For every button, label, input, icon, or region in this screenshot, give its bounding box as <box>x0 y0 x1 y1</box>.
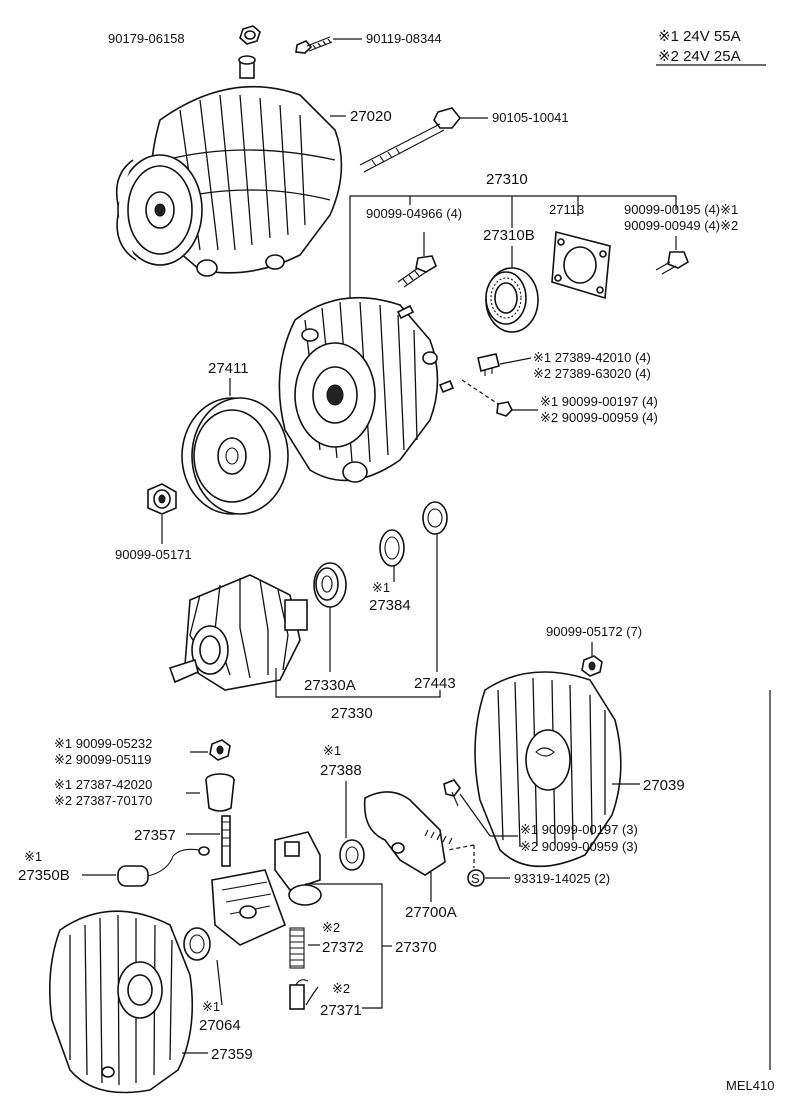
nut-90099-05172[interactable] <box>581 655 603 677</box>
ring-27384[interactable] <box>379 529 405 567</box>
label-90179-06158: 90179-06158 <box>108 31 185 46</box>
label-27357: 27357 <box>134 827 176 844</box>
bearing-27310B[interactable] <box>485 246 539 333</box>
screw-90099-00197[interactable] <box>461 379 513 417</box>
screw-90099-00195[interactable] <box>655 236 689 275</box>
nut-90179-06158[interactable] <box>239 25 261 45</box>
label-90099-05119: ※2 90099-05119 <box>54 752 151 767</box>
condenser-27350B[interactable] <box>117 846 210 887</box>
clip-27389[interactable] <box>477 353 500 376</box>
label-90099-05232: ※1 90099-05232 <box>54 736 152 751</box>
s-symbol <box>467 869 485 887</box>
bushing-27387[interactable] <box>205 773 235 812</box>
bearing-27330A[interactable] <box>313 562 347 608</box>
s-symbol-letter: S <box>471 871 480 886</box>
label-90099-05171: 90099-05171 <box>115 547 192 562</box>
label-27020: 27020 <box>350 108 392 125</box>
label-27113: 27113 <box>549 202 584 217</box>
bolt-90119-08344[interactable] <box>295 36 333 54</box>
gasket-27064[interactable] <box>183 927 211 961</box>
terminal-27357[interactable] <box>221 815 231 867</box>
brush-27371[interactable] <box>289 979 309 1010</box>
screw-90099-00197-3[interactable] <box>443 779 461 807</box>
label-27371: 27371 <box>320 1002 362 1019</box>
label-90099-00195: 90099-00195 (4)※1 <box>624 202 738 217</box>
label-27384-mark: ※1 <box>372 580 390 595</box>
rear-frame-27039[interactable] <box>474 671 622 868</box>
label-27371-mark: ※2 <box>332 981 350 996</box>
label-90099-00949: 90099-00949 (4)※2 <box>624 218 738 233</box>
label-27384: 27384 <box>369 597 411 614</box>
legend-row-1: ※1 24V 55A <box>658 28 741 45</box>
label-90099-00959-3: ※2 90099-00959 (3) <box>520 839 638 854</box>
drawing-code: MEL410 <box>726 1078 774 1093</box>
label-27700A: 27700A <box>405 904 457 921</box>
spring-27372[interactable] <box>289 927 305 969</box>
brush-holder-27370[interactable] <box>274 831 322 906</box>
through-bolt-90105-10041[interactable] <box>359 107 462 173</box>
screw-90099-04966[interactable] <box>397 232 437 288</box>
label-27064: 27064 <box>199 1017 241 1034</box>
label-90105-10041: 90105-10041 <box>492 110 569 125</box>
pulley-27411[interactable] <box>181 397 289 515</box>
label-27310: 27310 <box>486 171 528 188</box>
label-90119-08344: 90119-08344 <box>366 31 442 46</box>
label-27330A: 27330A <box>304 677 356 694</box>
rear-cover-27359[interactable] <box>48 910 194 1094</box>
label-27330: 27330 <box>331 705 373 722</box>
label-27039: 27039 <box>643 777 685 794</box>
label-27370: 27370 <box>395 939 437 956</box>
regulator-27700A[interactable] <box>363 791 453 876</box>
label-27350B: 27350B <box>18 867 70 884</box>
alternator-assembly-27020[interactable] <box>115 55 343 277</box>
label-27388: 27388 <box>320 762 362 779</box>
label-27310B: 27310B <box>483 227 535 244</box>
label-27350B-mark: ※1 <box>24 849 42 864</box>
label-93319-14025: 93319-14025 (2) <box>514 871 610 886</box>
plate-27113[interactable] <box>551 230 611 300</box>
rotor-27330[interactable] <box>168 574 308 691</box>
label-27411: 27411 <box>208 360 249 377</box>
nut-90099-05171[interactable] <box>147 483 177 515</box>
label-90099-00197-4: ※1 90099-00197 (4) <box>540 394 658 409</box>
cover-27443[interactable] <box>422 501 448 535</box>
label-27372: 27372 <box>322 939 364 956</box>
label-27064-mark: ※1 <box>202 999 220 1014</box>
brush-holder[interactable] <box>211 869 287 946</box>
label-27372-mark: ※2 <box>322 920 340 935</box>
label-27389-63020: ※2 27389-63020 (4) <box>533 366 651 381</box>
label-27389-42010: ※1 27389-42010 (4) <box>533 350 651 365</box>
bearing-cover-27388[interactable] <box>339 839 365 871</box>
label-27387-42020: ※1 27387-42020 <box>54 777 152 792</box>
legend-row-2: ※2 24V 25A <box>658 48 741 65</box>
label-27388-mark: ※1 <box>323 743 341 758</box>
label-27359: 27359 <box>211 1046 253 1063</box>
label-90099-00959-4: ※2 90099-00959 (4) <box>540 410 658 425</box>
label-90099-00197-3: ※1 90099-00197 (3) <box>520 822 638 837</box>
nut-90099-05232[interactable] <box>209 739 231 761</box>
label-90099-04966: 90099-04966 (4) <box>366 206 462 221</box>
drive-end-frame[interactable] <box>278 296 455 483</box>
label-27387-70170: ※2 27387-70170 <box>54 793 152 808</box>
label-90099-05172: 90099-05172 (7) <box>546 624 642 639</box>
label-27443: 27443 <box>414 675 456 692</box>
